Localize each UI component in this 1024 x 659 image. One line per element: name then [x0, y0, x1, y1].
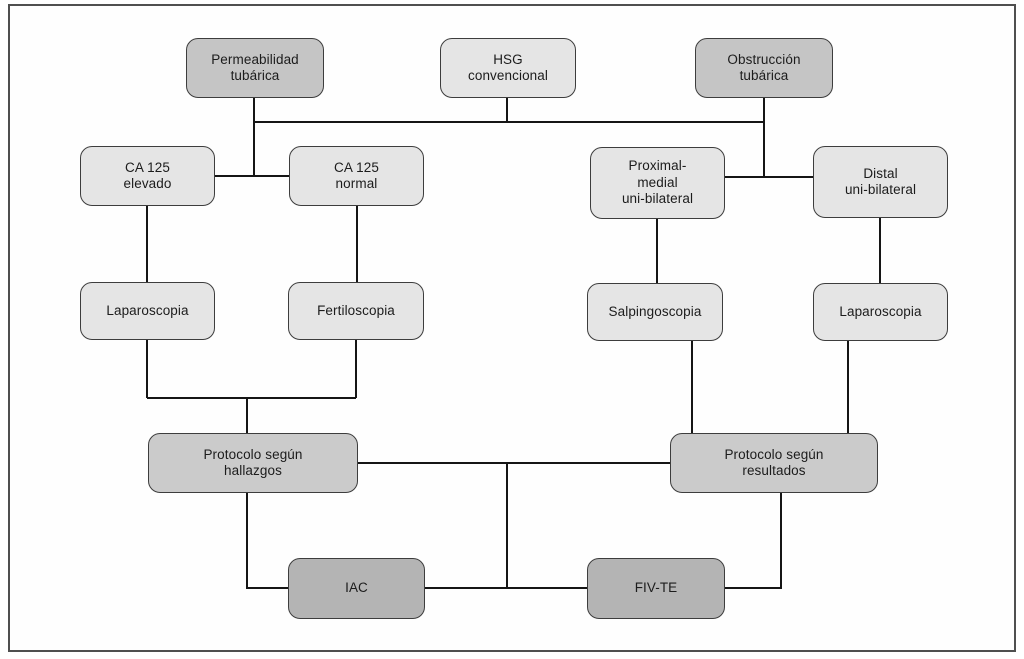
- node-salpingoscopia: Salpingoscopia: [587, 283, 723, 341]
- node-laparoscopia-izquierda: Laparoscopia: [80, 282, 215, 340]
- node-label: FIV-TE: [634, 580, 678, 596]
- node-label: Salpingoscopia: [608, 303, 702, 319]
- node-hsg-convencional: HSG convencional: [440, 38, 576, 98]
- node-label: CA 125 normal: [334, 159, 379, 191]
- node-distal-uni-bilateral: Distal uni-bilateral: [813, 146, 948, 218]
- node-protocolo-segun-resultados: Protocolo según resultados: [670, 433, 878, 493]
- node-obstruccion-tubarica: Obstrucción tubárica: [695, 38, 833, 98]
- node-label: Obstrucción tubárica: [727, 51, 801, 83]
- node-iac: IAC: [288, 558, 425, 619]
- node-label: Laparoscopia: [839, 303, 922, 319]
- node-label: Permeabilidad tubárica: [211, 51, 299, 83]
- node-label: HSG convencional: [467, 51, 548, 83]
- node-label: IAC: [345, 580, 368, 596]
- node-laparoscopia-derecha: Laparoscopia: [813, 283, 948, 341]
- node-fertiloscopia: Fertiloscopia: [288, 282, 424, 340]
- node-fiv-te: FIV-TE: [587, 558, 725, 619]
- node-proximal-medial-uni-bilateral: Proximal- medial uni-bilateral: [590, 147, 725, 219]
- node-permeabilidad-tubarica: Permeabilidad tubárica: [186, 38, 324, 98]
- node-ca125-elevado: CA 125 elevado: [80, 146, 215, 206]
- node-label: Protocolo según resultados: [724, 446, 824, 478]
- node-label: CA 125 elevado: [123, 159, 172, 191]
- node-label: Protocolo según hallazgos: [203, 446, 303, 478]
- node-label: Proximal- medial uni-bilateral: [621, 158, 694, 207]
- node-label: Laparoscopia: [106, 302, 189, 318]
- node-ca125-normal: CA 125 normal: [289, 146, 424, 206]
- node-label: Fertiloscopia: [317, 302, 395, 318]
- node-label: Distal uni-bilateral: [844, 165, 917, 197]
- node-protocolo-segun-hallazgos: Protocolo según hallazgos: [148, 433, 358, 493]
